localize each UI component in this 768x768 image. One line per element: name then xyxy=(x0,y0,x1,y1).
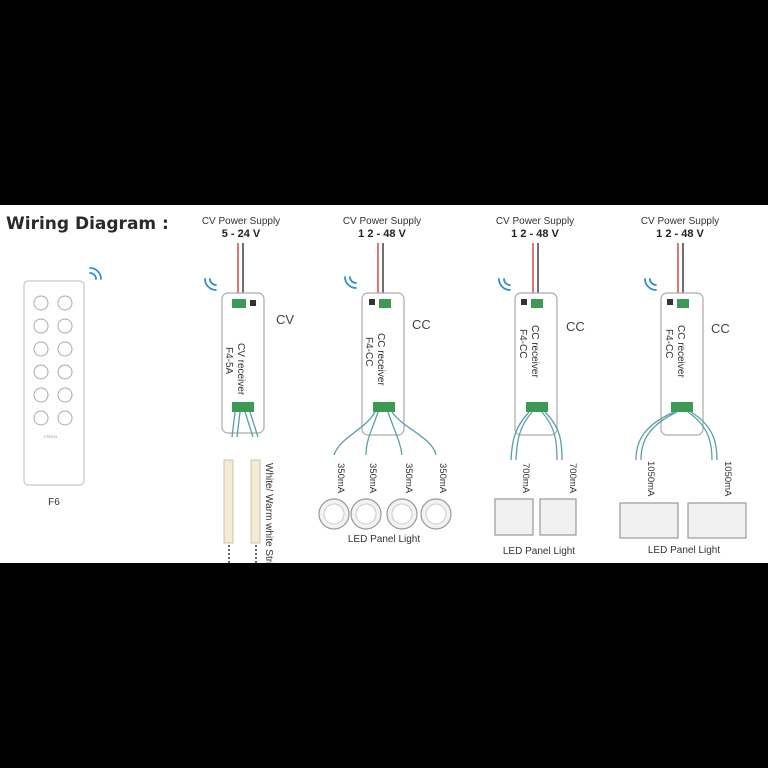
outputs-unit-2: 350mA 350mA 350mA 350mA xyxy=(318,463,452,530)
wiring-diagram-panel: Wiring Diagram : LTECH F6 CV Power Suppl… xyxy=(0,205,768,563)
receiver-line2-1: F4-5A xyxy=(223,347,234,375)
mode-label-3: CC xyxy=(566,319,585,334)
wireless-icon-4 xyxy=(644,278,657,291)
round-panel-light-inner xyxy=(425,503,447,525)
psu-label-2: CV Power Supply xyxy=(343,216,421,227)
receiver-line1-1: CV receiver xyxy=(235,343,246,396)
psu-voltage-2: 1 2 - 48 V xyxy=(358,228,406,240)
remote-button xyxy=(57,387,73,403)
remote-button xyxy=(33,410,49,426)
wireless-icon-2 xyxy=(344,276,357,289)
receiver-line1-2: CC receiver xyxy=(375,333,386,386)
unit-cc-1050: CV Power Supply 1 2 - 48 V CC receiver F… xyxy=(619,216,747,556)
receiver-line2-3: F4-CC xyxy=(517,329,528,358)
remote-label: F6 xyxy=(48,497,60,508)
wireless-icon-1 xyxy=(204,278,217,291)
remote-wireless-icon xyxy=(89,267,102,280)
round-panel-light-inner xyxy=(355,503,377,525)
remote-button xyxy=(33,364,49,380)
output-current-3-0: 1050mA xyxy=(645,461,656,497)
remote-brand: LTECH xyxy=(44,434,57,439)
remote-button xyxy=(57,341,73,357)
receiver-line1-4: CC receiver xyxy=(675,325,686,378)
psu-voltage-3: 1 2 - 48 V xyxy=(511,228,559,240)
output-current-2-1: 700mA xyxy=(567,463,578,494)
unit-cc-700: CV Power Supply 1 2 - 48 V CC receiver F… xyxy=(494,216,585,557)
receiver-line1-3: CC receiver xyxy=(529,325,540,378)
mode-label-4: CC xyxy=(711,321,730,336)
remote-button xyxy=(33,341,49,357)
remote-button xyxy=(57,318,73,334)
diagram-title: Wiring Diagram : xyxy=(6,214,169,234)
output-current-2-0: 700mA xyxy=(520,463,531,494)
mode-label-2: CC xyxy=(412,317,431,332)
round-panel-light-inner xyxy=(323,503,345,525)
output-current-2-2: 350mA xyxy=(403,463,414,494)
unit-cc-4: CV Power Supply 1 2 - 48 V CC receiver F… xyxy=(318,216,452,545)
output-current-2-1: 350mA xyxy=(367,463,378,494)
mode-label-1: CV xyxy=(276,312,294,327)
square-panel-light xyxy=(687,502,747,539)
remote-button xyxy=(33,295,49,311)
wireless-icon-3 xyxy=(498,278,511,291)
psu-label-4: CV Power Supply xyxy=(641,216,719,227)
load-label-4: LED Panel Light xyxy=(648,545,720,556)
square-panel-light xyxy=(494,498,534,536)
psu-voltage-4: 1 2 - 48 V xyxy=(656,228,704,240)
output-current-3-1: 1050mA xyxy=(722,461,733,497)
receiver-line2-2: F4-CC xyxy=(363,337,374,366)
remote-button xyxy=(57,295,73,311)
psu-label-1: CV Power Supply xyxy=(202,216,280,227)
receiver-line2-4: F4-CC xyxy=(663,329,674,358)
wiring-diagram: Wiring Diagram : LTECH F6 CV Power Suppl… xyxy=(6,214,747,563)
outputs-unit-4: 1050mA 1050mA xyxy=(619,461,747,539)
remote-buttons xyxy=(33,295,73,426)
round-panel-light-inner xyxy=(391,503,413,525)
outputs-unit-3: 700mA 700mA xyxy=(494,463,578,536)
psu-voltage-1: 5 - 24 V xyxy=(222,228,261,240)
remote-button xyxy=(57,364,73,380)
load-label-3: LED Panel Light xyxy=(503,546,575,557)
remote-f6: LTECH F6 xyxy=(23,267,102,508)
remote-button xyxy=(33,318,49,334)
square-panel-light xyxy=(619,502,679,539)
square-panel-light xyxy=(539,498,577,536)
output-current-2-3: 350mA xyxy=(437,463,448,494)
load-label-1: White/ Warm white Strip xyxy=(263,463,274,563)
unit-cv: CV Power Supply 5 - 24 V CV receiver F4-… xyxy=(202,216,294,563)
psu-label-3: CV Power Supply xyxy=(496,216,574,227)
remote-button xyxy=(57,410,73,426)
output-current-2-0: 350mA xyxy=(335,463,346,494)
load-label-2: LED Panel Light xyxy=(348,534,420,545)
remote-button xyxy=(33,387,49,403)
